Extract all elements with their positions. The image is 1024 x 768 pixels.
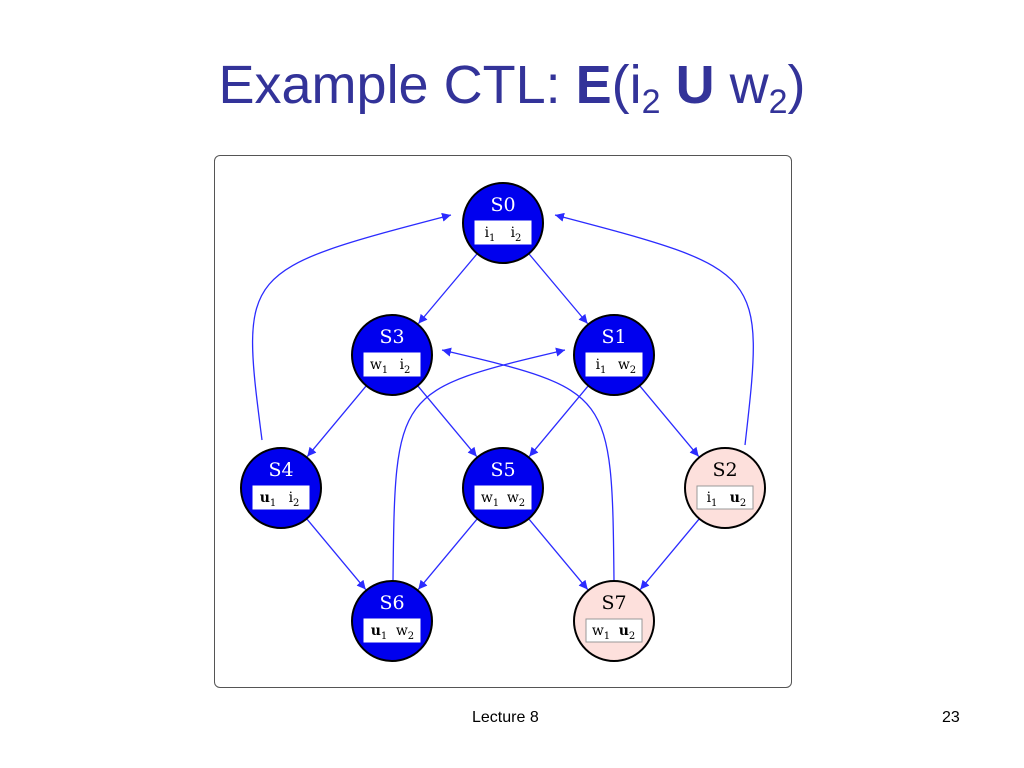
state-prop: w1 — [370, 357, 388, 376]
state-prop: u2 — [619, 623, 636, 642]
title-close: ) — [787, 55, 806, 115]
title-open: (i — [611, 55, 642, 115]
state-s1: S1 i1 w2 — [573, 314, 655, 396]
state-s4: S4 u1 i2 — [240, 447, 322, 529]
edge-s5-to-s7 — [528, 518, 589, 590]
state-prop: i2 — [400, 357, 411, 376]
state-label-box — [585, 352, 643, 377]
state-name: S1 — [601, 326, 626, 348]
state-label-box — [474, 220, 532, 245]
state-label-box — [363, 352, 421, 377]
state-name: S2 — [712, 459, 737, 481]
edge-s3-to-s5 — [417, 385, 478, 457]
edge-s0-to-s3 — [417, 253, 478, 325]
edge-s6-to-s1 — [392, 347, 566, 582]
edge-s0-to-s1 — [528, 253, 589, 325]
slide-title: Example CTL: E(i2 U w2) — [0, 55, 1024, 119]
edge-s7-to-s3 — [441, 347, 615, 582]
state-label-box — [363, 618, 421, 643]
edge-s3-to-s4 — [306, 385, 367, 457]
title-prefix: Example CTL: — [218, 55, 576, 115]
state-s3: S3 w1 i2 — [351, 314, 433, 396]
state-prop: w1 — [481, 490, 499, 509]
edge-s1-to-s2 — [639, 385, 700, 457]
state-label-box — [585, 618, 643, 643]
state-name: S5 — [490, 459, 515, 481]
edge-s5-to-s6 — [417, 518, 478, 590]
title-sub-1: 2 — [641, 83, 661, 121]
page-number: 23 — [942, 709, 960, 726]
state-prop: i2 — [511, 225, 522, 244]
state-name: S0 — [490, 194, 515, 216]
edges-layer — [251, 212, 754, 590]
state-prop: w2 — [507, 490, 525, 509]
state-s6: S6 u1 w2 — [351, 580, 433, 662]
state-s5: S5 w1 w2 — [462, 447, 544, 529]
state-s7: S7 w1 u2 — [573, 580, 655, 662]
edge-s2-to-s0 — [554, 212, 754, 446]
state-prop: w1 — [592, 623, 610, 642]
footer-lecture: Lecture 8 — [472, 709, 539, 726]
edge-s2-to-s7 — [639, 518, 700, 590]
title-w: w — [729, 55, 769, 115]
state-s0: S0 i1 i2 — [462, 182, 544, 264]
state-name: S3 — [379, 326, 404, 348]
edge-s4-to-s6 — [306, 518, 367, 590]
state-prop: u1 — [371, 623, 388, 642]
edge-s4-to-s0 — [251, 212, 452, 441]
state-name: S7 — [601, 592, 626, 614]
title-until-operator: U — [675, 55, 715, 115]
state-name: S4 — [268, 459, 293, 481]
state-prop: i1 — [596, 357, 607, 376]
state-label-box — [474, 485, 532, 510]
state-prop: i1 — [707, 490, 718, 509]
title-exists-operator: E — [575, 55, 612, 115]
edge-s1-to-s5 — [528, 385, 589, 457]
title-sub-2: 2 — [768, 83, 788, 121]
state-prop: i2 — [289, 490, 300, 509]
state-s2: S2 i1 u2 — [684, 447, 766, 529]
state-prop: u1 — [260, 490, 277, 509]
state-prop: w2 — [396, 623, 414, 642]
state-prop: i1 — [485, 225, 496, 244]
state-prop: u2 — [730, 490, 747, 509]
state-prop: w2 — [618, 357, 636, 376]
state-name: S6 — [379, 592, 404, 614]
state-label-box — [696, 485, 754, 510]
state-label-box — [252, 485, 310, 510]
